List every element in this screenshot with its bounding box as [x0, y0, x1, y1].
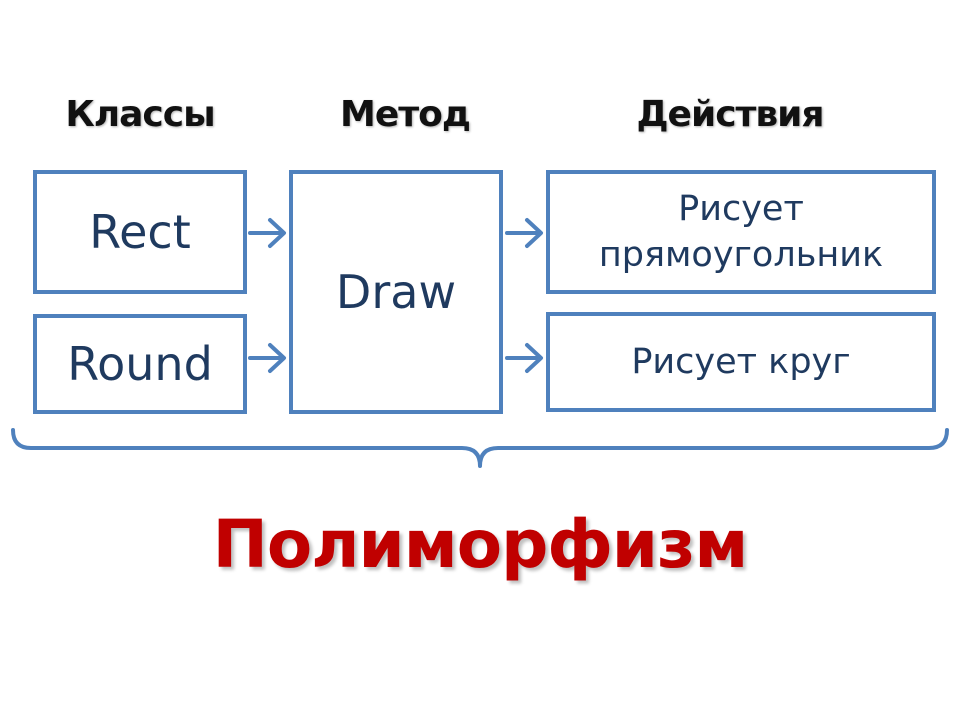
rect-action-line1: Рисует — [678, 189, 804, 229]
bottom-brace — [11, 428, 949, 468]
round-action-label: Рисует круг — [631, 342, 851, 382]
arrow-draw-to-rect-action — [505, 218, 543, 248]
classes-heading: Классы — [65, 94, 215, 135]
rect-action-text: Рисует прямоугольник — [599, 186, 883, 278]
arrow-round-to-draw — [248, 343, 286, 373]
polymorphism-title: Полиморфизм — [212, 506, 749, 583]
round-class-box: Round — [33, 314, 247, 414]
method-heading: Метод — [340, 94, 471, 135]
draw-method-box: Draw — [289, 170, 503, 414]
rect-action-box: Рисует прямоугольник — [546, 170, 936, 294]
arrow-rect-to-draw — [248, 218, 286, 248]
draw-method-label: Draw — [335, 265, 457, 319]
round-action-box: Рисует круг — [546, 312, 936, 412]
rect-class-label: Rect — [89, 205, 191, 259]
arrow-draw-to-round-action — [505, 343, 543, 373]
rect-class-box: Rect — [33, 170, 247, 294]
actions-heading: Действия — [636, 94, 824, 135]
round-class-label: Round — [67, 337, 213, 391]
rect-action-line2: прямоугольник — [598, 235, 884, 275]
